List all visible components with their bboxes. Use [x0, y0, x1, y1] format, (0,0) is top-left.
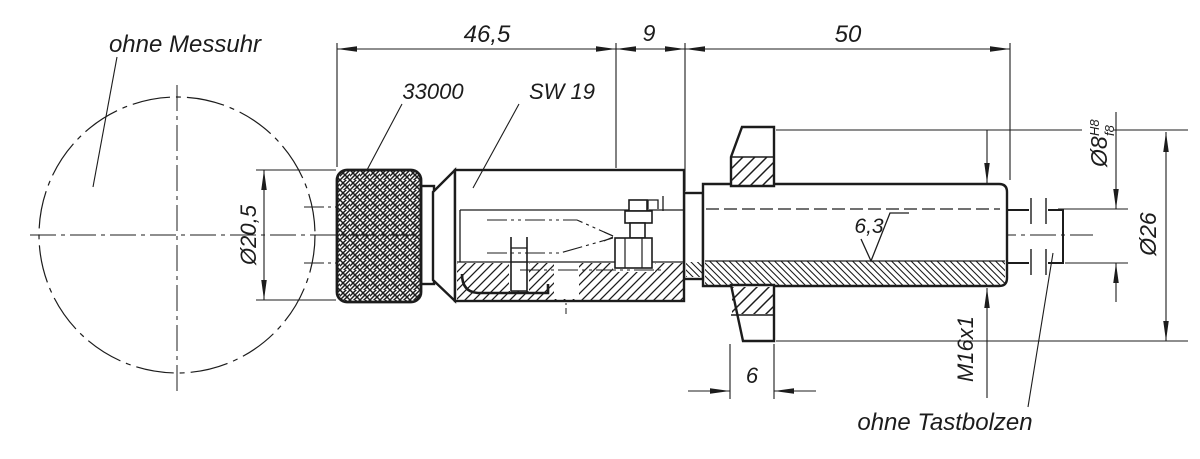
- dim-m16-text: M16x1: [953, 316, 978, 382]
- hex-nut-flange: [729, 125, 776, 343]
- dim-dia8-fit-lower: f8: [1102, 124, 1117, 136]
- dim-50-text: 50: [835, 21, 862, 48]
- dim-6-text: 6: [746, 363, 759, 388]
- dim-9-text: 9: [643, 20, 656, 46]
- dim-46-5-text: 46,5: [464, 21, 511, 48]
- label-ohne-messuhr: ohne Messuhr: [109, 31, 262, 58]
- label-part-number: 33000: [402, 79, 464, 104]
- phantom-spindle-lines: [304, 206, 336, 264]
- label-ohne-tastbolzen: ohne Tastbolzen: [857, 409, 1032, 436]
- sleeve-section-hatch: [705, 261, 1005, 285]
- clamp-pin: [510, 237, 528, 292]
- dimension-lines: [92, 43, 1188, 408]
- leader-sw19: [472, 103, 520, 189]
- dim-dia20-5-text: Ø20,5: [236, 204, 261, 266]
- dim-dia8-fit-upper: H8: [1087, 119, 1102, 136]
- cone-transition: [431, 167, 457, 304]
- dim-dia8-fit-group: Ø8 H8 f8: [1086, 119, 1117, 168]
- probe-pin-stub: [1007, 198, 1064, 275]
- knurled-knob: [335, 168, 423, 304]
- dim-dia26-text: Ø26: [1135, 212, 1161, 257]
- roughness-symbol-icon: [860, 212, 909, 263]
- step-hatch: [686, 262, 702, 277]
- label-roughness-value: 6,3: [854, 215, 884, 238]
- clamp-hook: [460, 273, 550, 295]
- dial-gauge-phantom-circle: [38, 96, 316, 374]
- text-mask: [1082, 114, 1114, 172]
- leader-ohne-messuhr: [92, 56, 118, 188]
- phantom-retracted-spindle: [487, 219, 663, 271]
- dim-dia8-text: Ø8: [1086, 136, 1112, 168]
- leader-ohne-tastbolzen: [1027, 252, 1054, 408]
- leader-33000: [366, 103, 403, 171]
- hex-body-interior: [457, 196, 684, 300]
- label-wrench-size: SW 19: [529, 79, 595, 104]
- spindle-nut: [614, 237, 653, 269]
